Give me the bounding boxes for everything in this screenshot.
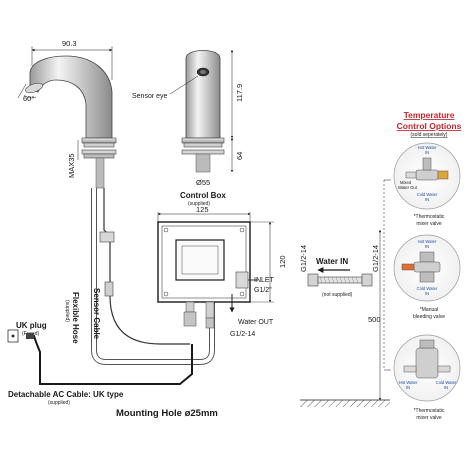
label-ac-cable: Detachable AC Cable: UK type [8,390,124,399]
dim-max-deck: MAX35 [67,153,76,178]
temp-option-manual: Hot Water IN Cold Water IN *Manual bleed… [393,234,461,320]
opt3-cold-in: IN [444,385,448,390]
tap-spout [29,55,113,139]
opt1-hot: Hot Water [418,145,437,150]
label-mounting-hole: Mounting Hole ø25mm [116,408,218,419]
label-flexible-hose-note: (supplied) [64,300,70,322]
opt2-hot: Hot Water [418,239,437,244]
opt1-cold: Cold Water [417,192,438,197]
opt3-hot-in: IN [406,385,410,390]
label-inlet: INLET [254,277,275,284]
dim-spout-angle: 60° [23,94,34,103]
label-control-box-note: (supplied) [188,201,210,207]
opt3-cold: Cold Water [436,380,457,385]
opt3-hot: Hot Water [399,380,418,385]
opt2-name: *Manual [420,307,438,313]
opt3-name: *Thermostatic [414,408,445,414]
temperature-control-options: Temperature Control Options (sold sepera… [383,110,462,421]
label-sensor-eye: Sensor eye [132,93,168,100]
dim-box-height: 120 [278,255,287,268]
flexible-hose: Flexible Hose (supplied) [64,188,215,365]
dim-box-width: 125 [196,205,209,214]
dim-body-height: 117.9 [235,84,244,102]
dim-spout-reach: 90.3 [62,39,77,48]
label-water-out: Water OUT [238,319,274,326]
opt1-name: *Thermostatic [414,214,445,220]
tap-side-view: 90.3 60° MAX35 [17,39,117,189]
label-uk-plug: UK plug [16,321,47,330]
dim-base-height: 64 [235,152,244,160]
sensor-cable: Sensor Cable [92,188,190,345]
label-sensor-cable: Sensor Cable [92,288,101,340]
opt2-cold-in: IN [425,291,429,296]
label-water-in: Water IN [316,257,348,266]
label-inlet-thread: G1/2" [254,287,272,294]
opt1-mixed: Mixed [400,180,412,185]
tap-front-view: Sensor eye 117.9 64 Ø55 [132,49,244,187]
opt2-name2: bleeding valve [413,314,445,320]
uk-plug: UK plug (Fused) [7,321,193,385]
temp-option-thermostatic-1: Hot Water IN Mixed Water Out Cold Water … [393,142,461,227]
opt1-name2: mixer valve [416,221,442,227]
opt2-cold: Cold Water [417,286,438,291]
label-water-out-thread: G1/2-14 [230,331,255,338]
label-flexible-hose: Flexible Hose [71,292,80,344]
temp-title-line1: Temperature [404,110,455,120]
dim-height-to-floor: 500 [368,315,381,324]
dim-inlet-thread-lower: G1/2-14 [371,245,380,272]
label-control-box: Control Box [180,191,226,200]
inlet-hose: G1/2-14 G1/2-14 Water IN (not supplied) … [299,229,382,401]
control-box: Control Box (supplied) 125 120 INLET G1/… [157,191,287,338]
opt1-mixed2: Water Out [398,185,418,190]
opt2-hot-in: IN [425,244,429,249]
label-ac-cable-note: (supplied) [48,400,70,406]
temp-title-line2: Control Options [397,121,462,131]
temp-option-thermostatic-2: Hot Water IN Cold Water IN *Thermostatic… [393,334,461,421]
opt3-name2: mixer valve [416,415,442,421]
dim-inlet-thread-upper: G1/2-14 [299,245,308,272]
opt1-cold-in: IN [425,197,429,202]
temp-subtitle: (sold seperately) [411,132,448,138]
label-not-supplied: (not supplied) [322,292,353,298]
dim-body-diameter: Ø55 [196,178,210,187]
opt1-hot-in: IN [425,150,429,155]
floor [300,399,390,407]
